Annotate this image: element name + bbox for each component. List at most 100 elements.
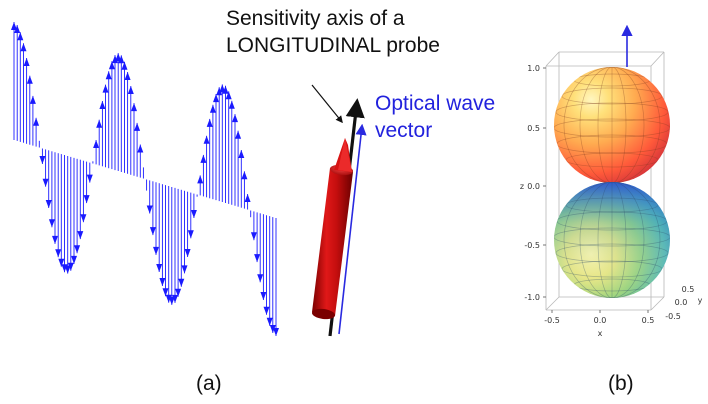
- arrow-icon: [108, 61, 115, 70]
- arrow-icon: [181, 265, 188, 274]
- arrow-icon: [64, 265, 71, 274]
- sensitivity-annotation: Sensitivity axis of a LONGITUDINAL probe: [226, 5, 440, 59]
- arrow-icon: [187, 230, 194, 239]
- arrow-icon: [228, 100, 235, 109]
- arrow-icon: [206, 118, 213, 127]
- optical-line-1: Optical wave: [375, 92, 496, 115]
- arrow-icon: [55, 249, 62, 258]
- optical-line-2: vector: [375, 119, 433, 142]
- arrow-icon: [118, 55, 125, 64]
- arrow-icon: [165, 294, 172, 303]
- arrow-icon: [105, 71, 112, 80]
- arrow-icon: [99, 101, 106, 109]
- arrow-icon: [14, 25, 21, 33]
- arrow-icon: [23, 58, 30, 66]
- arrow-icon: [250, 232, 257, 241]
- arrow-icon: [238, 150, 245, 158]
- z-tick-label: -0.5: [524, 241, 540, 250]
- arrow-icon: [124, 72, 131, 80]
- arrow-icon: [115, 53, 122, 62]
- annotation-pointer: [311, 84, 343, 124]
- arrow-icon: [77, 231, 84, 240]
- arrow-icon: [225, 91, 232, 100]
- arrow-icon: [213, 94, 219, 103]
- arrow-icon: [263, 306, 270, 315]
- y-tick-label: 0.5: [682, 285, 695, 294]
- arrow-icon: [200, 154, 207, 163]
- transverse-wave: [11, 22, 279, 336]
- y-tick-label: -0.5: [665, 312, 681, 321]
- x-axis-label: x: [598, 329, 603, 338]
- arrow-icon: [48, 219, 55, 228]
- arrow-icon: [232, 114, 238, 123]
- arrow-icon: [254, 254, 261, 263]
- z-axis-label: z: [520, 182, 524, 191]
- arrow-icon: [149, 227, 156, 236]
- arrow-icon: [74, 245, 81, 254]
- arrow-icon: [260, 292, 267, 300]
- arrow-icon: [175, 288, 182, 297]
- z-tick-label: 0.5: [527, 124, 540, 133]
- y-tick-label: 0.0: [675, 298, 688, 307]
- arrow-icon: [20, 43, 27, 52]
- arrow-icon: [134, 122, 141, 131]
- arrow-icon: [197, 175, 204, 184]
- arrow-icon: [241, 171, 248, 180]
- arrow-icon: [39, 156, 46, 164]
- arrow-icon: [71, 255, 77, 264]
- arrow-icon: [102, 84, 109, 93]
- arrow-icon: [127, 86, 134, 94]
- arrow-icon: [52, 235, 58, 244]
- arrow-icon: [209, 104, 216, 113]
- sensitivity-line-2: LONGITUDINAL probe: [226, 34, 440, 57]
- arrow-icon: [26, 75, 33, 84]
- z-tick-label: 0.0: [527, 182, 540, 191]
- x-tick-label: -0.5: [544, 316, 560, 325]
- optical-wave-annotation: Optical wave vector: [375, 90, 495, 144]
- arrow-icon: [159, 278, 166, 286]
- arrow-icon: [184, 249, 191, 257]
- arrow-icon: [96, 119, 103, 128]
- y-axis-label: y: [698, 296, 703, 305]
- probe-cylinder: [311, 138, 354, 320]
- arrow-icon: [273, 328, 279, 336]
- x-tick-label: 0.5: [642, 316, 655, 325]
- arrow-icon: [67, 262, 74, 271]
- arrow-icon: [153, 246, 159, 255]
- arrow-icon: [216, 87, 223, 96]
- arrow-icon: [178, 278, 185, 287]
- upper-lobe: [554, 67, 670, 183]
- arrow-icon: [235, 130, 242, 139]
- z-tick-label: -1.0: [524, 293, 540, 302]
- arrow-icon: [121, 61, 128, 70]
- arrow-icon: [244, 194, 251, 202]
- lower-lobe: [554, 182, 670, 298]
- z-tick-label: 1.0: [527, 64, 540, 73]
- arrow-icon: [146, 205, 153, 214]
- arrow-icon: [83, 195, 90, 204]
- sensitivity-line-1: Sensitivity axis of a: [226, 7, 405, 30]
- arrow-icon: [137, 144, 144, 153]
- arrow-icon: [156, 264, 163, 272]
- arrow-icon: [86, 174, 93, 183]
- arrow-icon: [33, 117, 40, 126]
- arrow-icon: [93, 140, 100, 148]
- arrow-icon: [80, 214, 87, 223]
- arrow-icon: [168, 296, 175, 305]
- arrow-icon: [42, 178, 49, 187]
- arrow-icon: [222, 85, 229, 94]
- arrow-icon: [29, 95, 36, 104]
- arrow-icon: [257, 274, 264, 283]
- arrow-icon: [162, 288, 169, 297]
- arrow-icon: [11, 22, 17, 30]
- arrow-icon: [190, 210, 197, 218]
- x-tick-label: 0.0: [594, 316, 607, 325]
- optical-wave-vector: [338, 123, 367, 335]
- arrow-icon: [58, 258, 65, 267]
- arrow-icon: [172, 294, 178, 303]
- arrow-icon: [203, 135, 210, 144]
- arrow-icon: [131, 103, 137, 112]
- panel-label-a: (a): [196, 372, 222, 395]
- panel-label-b: (b): [608, 372, 634, 395]
